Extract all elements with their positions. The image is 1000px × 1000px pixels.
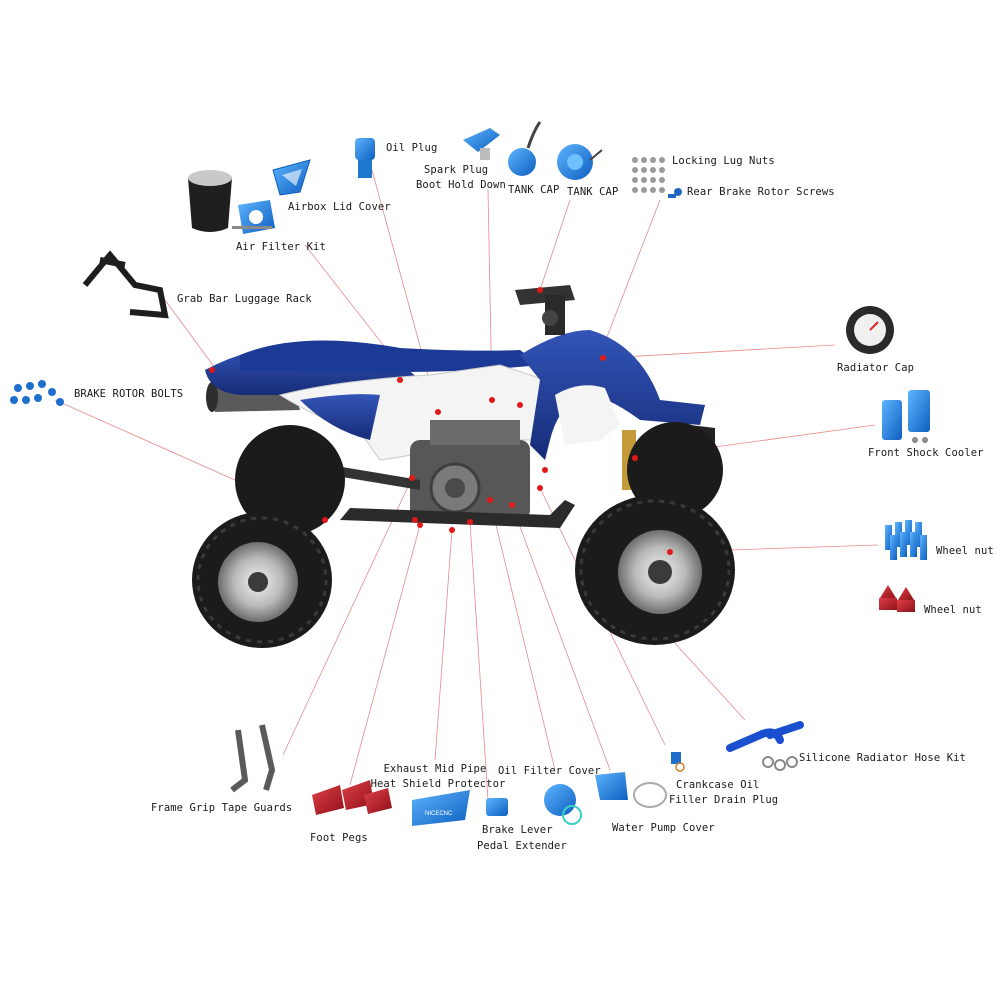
tank-cap-icon-1	[508, 121, 542, 176]
label-brake-lever-1: Brake Lever	[482, 824, 553, 836]
leader-radiator-cap	[604, 344, 836, 359]
label-exhaust-1: Exhaust Mid Pipe	[383, 763, 487, 775]
label-silicone-hose: Silicone Radiator Hose Kit	[799, 752, 966, 764]
oil-plug-icon	[355, 138, 375, 178]
leader-brake-lever	[469, 521, 489, 801]
heat-shield-icon: NICECNC	[412, 790, 470, 826]
leader-rear-brake-screws	[599, 199, 661, 356]
marker-dots	[209, 287, 673, 555]
water-pump-cover-icon	[595, 772, 667, 808]
spark-plug-boot-icon	[463, 128, 500, 160]
airbox-lid-icon	[272, 159, 311, 196]
atv-illustration	[192, 285, 735, 648]
wheel-nut-red-icon	[879, 585, 915, 612]
wheel-nut-blue-icon	[885, 520, 927, 560]
leader-frame-grip	[282, 477, 413, 756]
label-tank-cap-2: TANK CAP	[567, 186, 619, 198]
label-boot-hold-down: Boot Hold Down	[416, 179, 506, 191]
frame-grip-icon	[230, 724, 276, 793]
label-wheel-nut-1: Wheel nut	[936, 545, 994, 557]
radiator-cap-icon	[846, 306, 894, 354]
label-brake-lever-2: Pedal Extender	[477, 840, 567, 852]
leader-grab-bar	[164, 299, 216, 369]
tank-cap-icon-2	[557, 144, 603, 180]
label-oil-filter-cover: Oil Filter Cover	[498, 765, 601, 777]
label-brake-rotor-bolts: BRAKE ROTOR BOLTS	[74, 388, 184, 400]
label-frame-grip: Frame Grip Tape Guards	[151, 802, 293, 814]
label-tank-cap-1: TANK CAP	[508, 184, 560, 196]
leader-airbox	[304, 244, 396, 361]
hose-clamps-icon	[762, 756, 798, 771]
grab-bar-icon	[82, 250, 169, 319]
front-shock-cooler-icon	[882, 390, 930, 443]
label-wheel-nut-2: Wheel nut	[924, 604, 982, 616]
air-filter-icon	[188, 170, 275, 234]
label-water-pump-cover: Water Pump Cover	[612, 822, 715, 834]
label-foot-pegs: Foot Pegs	[310, 832, 368, 844]
brand-mark: NICECNC	[425, 811, 453, 817]
label-locking-lug-nuts: Locking Lug Nuts	[672, 155, 775, 167]
brake-pedal-extender-icon	[486, 798, 508, 816]
rotor-screw-icon	[668, 188, 682, 198]
leader-water-pump	[511, 504, 611, 771]
leader-foot-pegs	[349, 524, 421, 786]
label-grab-bar: Grab Bar Luggage Rack	[177, 293, 312, 305]
leader-tank-cap	[539, 199, 571, 291]
silicone-hose-icon	[726, 721, 804, 752]
leader-oil-filter	[489, 499, 556, 771]
oil-filter-cover-icon	[544, 784, 582, 825]
locking-lug-nuts-icon	[632, 157, 665, 193]
label-spark-plug: Spark Plug	[424, 164, 489, 176]
label-crankcase-2: Filler Drain Plug	[669, 794, 779, 806]
label-oil-plug: Oil Plug	[386, 142, 438, 154]
label-airbox-lid-cover: Airbox Lid Cover	[288, 201, 391, 213]
label-air-filter-kit: Air Filter Kit	[236, 241, 326, 253]
crankcase-plug-icon	[671, 752, 685, 772]
label-radiator-cap: Radiator Cap	[837, 362, 915, 374]
foot-pegs-icon	[312, 780, 392, 815]
label-exhaust-2: Heat Shield Protector	[370, 778, 506, 790]
leader-exhaust	[434, 529, 453, 761]
brake-rotor-bolts-icon	[10, 380, 64, 406]
label-front-shock-cooler: Front Shock Cooler	[868, 447, 984, 459]
label-crankcase-1: Crankcase Oil	[676, 779, 760, 791]
label-rear-brake-rotor-screws: Rear Brake Rotor Screws	[687, 186, 835, 198]
